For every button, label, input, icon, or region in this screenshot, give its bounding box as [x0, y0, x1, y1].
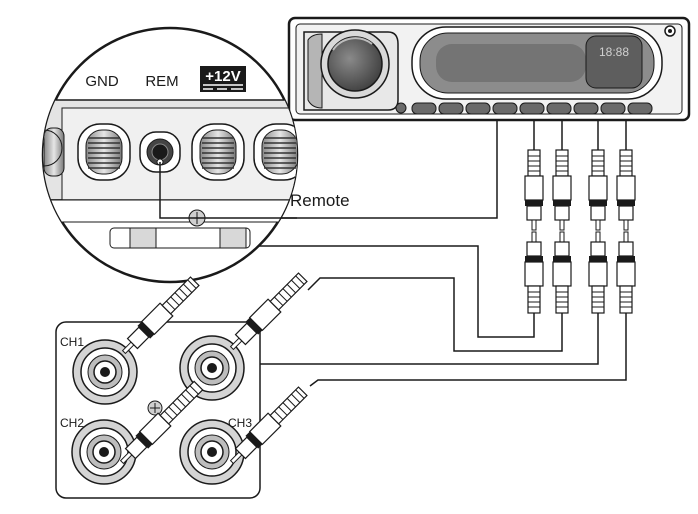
head-unit: 18:88 [287, 16, 691, 122]
ch3-label: CH3 [228, 416, 252, 430]
gnd-terminal-icon [77, 123, 131, 181]
ch1-label: CH1 [60, 335, 84, 349]
rca-wire-4 [309, 313, 627, 387]
rca-plug-icon [588, 231, 608, 314]
rca-plug-column-3 [588, 149, 608, 314]
rca-plug-icon [552, 231, 572, 314]
rca-jack-icon[interactable] [72, 339, 138, 405]
display-window: 18:88 [411, 26, 663, 100]
panel-screw-icon [147, 400, 163, 416]
amplifier-rca-panel: CH1 CH2 CH3 [55, 321, 261, 499]
rca-jack-icon[interactable] [179, 335, 245, 401]
ch2-label: CH2 [60, 416, 84, 430]
rca-plug-icon [524, 231, 544, 314]
rca-plug-column-1 [524, 149, 544, 314]
preset-button-5[interactable] [519, 102, 545, 115]
screw-terminal-icon [43, 127, 65, 177]
preset-button-4[interactable] [492, 102, 518, 115]
rca-plug-icon [229, 272, 308, 351]
rca-plug-column-2 [552, 149, 572, 314]
rca-plug-icon [616, 231, 636, 314]
rca-wire-2 [307, 277, 563, 352]
v12-label-box: +12V [200, 66, 246, 92]
rca-plug-icon [616, 149, 636, 231]
v12-label: +12V [205, 68, 240, 85]
rca-plug-icon [588, 149, 608, 231]
screw-terminal-icon [253, 123, 297, 181]
rca-plug-icon [552, 149, 572, 231]
preset-button-6[interactable] [546, 102, 572, 115]
rem-label: REM [145, 73, 178, 90]
reset-button[interactable] [395, 102, 407, 114]
preset-button-9[interactable] [627, 102, 653, 115]
volume-knob-icon[interactable] [320, 29, 390, 99]
terminal-detail-circle: GND REM +12V [41, 26, 299, 284]
gnd-label: GND [85, 73, 119, 90]
preset-buttons[interactable] [411, 102, 653, 115]
rca-plug-icon [121, 276, 200, 355]
rca-plug-icon [119, 380, 204, 465]
rca-plug-column-4 [616, 149, 636, 314]
preset-button-2[interactable] [438, 102, 464, 115]
remote-label: Remote [290, 191, 350, 210]
preset-button-1[interactable] [411, 102, 437, 115]
rca-jack-icon[interactable] [71, 419, 137, 485]
v12-terminal-icon [191, 123, 245, 181]
preset-button-7[interactable] [573, 102, 599, 115]
rca-plug-icon [524, 149, 544, 231]
preset-button-3[interactable] [465, 102, 491, 115]
display-clock-text: 18:88 [599, 45, 629, 59]
preset-button-8[interactable] [600, 102, 626, 115]
rca-plug-icon [229, 386, 308, 465]
rca-jack-icon[interactable] [179, 419, 245, 485]
power-icon[interactable] [664, 25, 676, 37]
